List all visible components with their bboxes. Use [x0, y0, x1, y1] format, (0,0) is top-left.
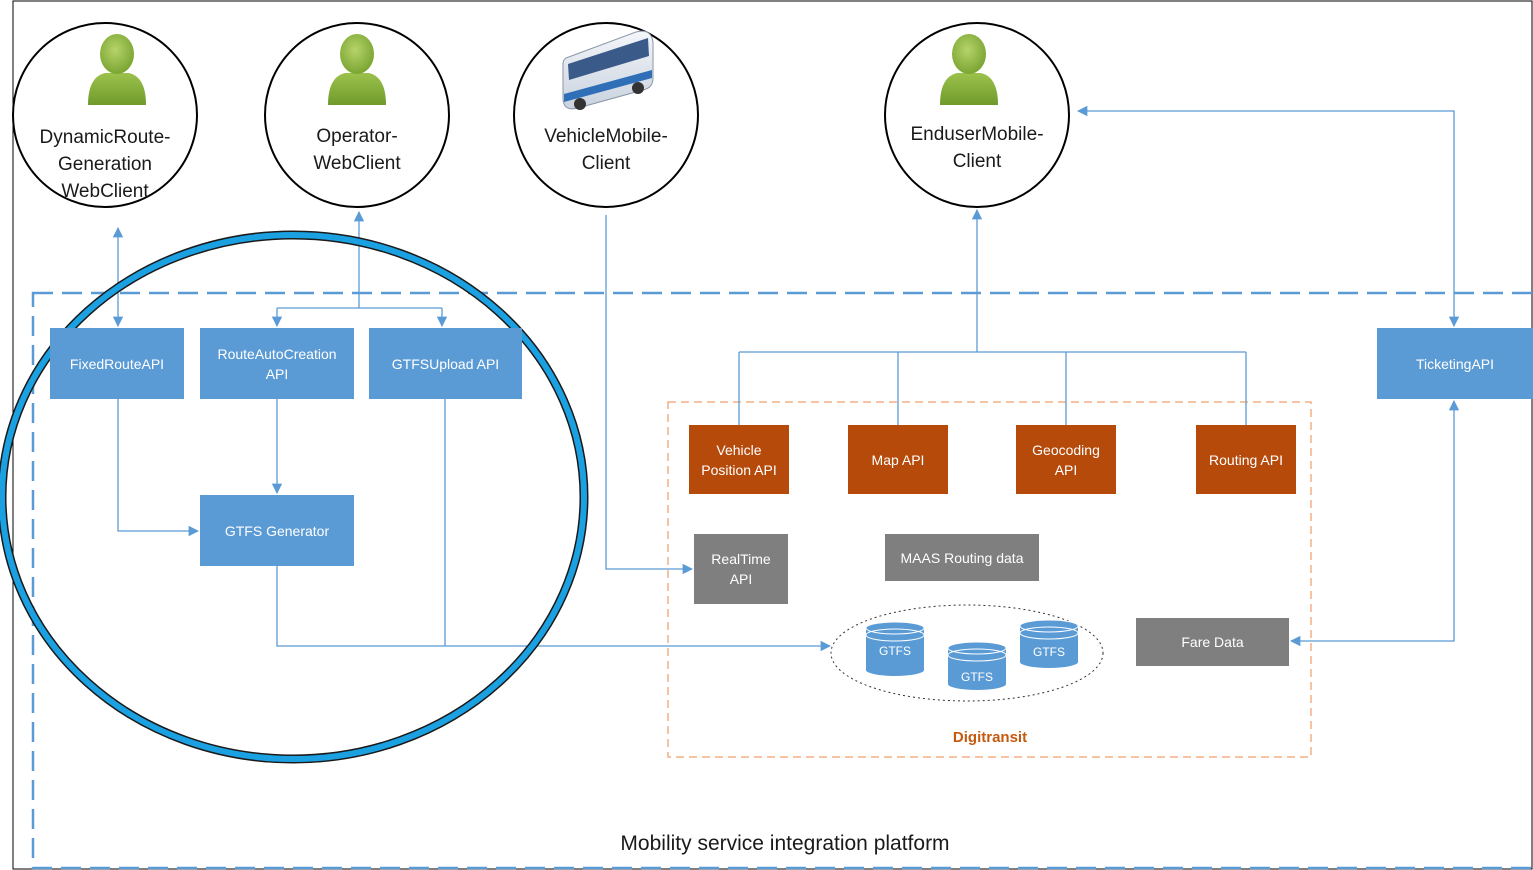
operator-client-label: Operator- WebClient — [313, 126, 401, 174]
vehicle-to-realtime-connector — [605, 215, 694, 575]
platform-label: Mobility service integration platform — [620, 832, 950, 855]
gtfs-db-label: GTFS — [1033, 645, 1065, 659]
routing-api: Routing API — [1196, 425, 1296, 494]
fixed-route-api: FixedRouteAPI — [50, 328, 184, 399]
digitransit-label: Digitransit — [952, 729, 1028, 746]
dynamic-route-client-label: DynamicRoute- Generation WebClient — [39, 127, 171, 202]
user-icon — [940, 34, 998, 105]
platform-boundary — [31, 291, 1533, 870]
database-icon — [947, 641, 1007, 690]
user-icon — [88, 34, 146, 105]
highlight-ring — [0, 232, 587, 762]
realtime-api: RealTime API — [694, 534, 788, 604]
database-icon — [1019, 619, 1079, 668]
database-icon — [865, 621, 925, 676]
generator-to-gtfs-connector — [276, 566, 832, 652]
gtfs-upload-api: GTFSUpload API — [369, 328, 522, 399]
bus-icon — [562, 30, 654, 110]
vehicle-position-api: Vehicle Position API — [689, 425, 789, 494]
route-auto-creation-api: RouteAutoCreation API — [200, 328, 354, 399]
user-icon — [328, 34, 386, 105]
dynamic-route-client-circle — [12, 22, 198, 208]
maas-routing-data: MAAS Routing data — [885, 534, 1039, 581]
map-api: Map API — [848, 425, 948, 494]
vehicle-mobile-client-label: VehicleMobile- Client — [544, 126, 668, 174]
enduser-mobile-client-circle — [884, 22, 1070, 208]
gtfs-generator: GTFS Generator — [200, 495, 354, 566]
fixedroute-to-generator-connector — [117, 399, 200, 537]
gtfs-db-label: GTFS — [961, 670, 993, 684]
ticketing-api: TicketingAPI — [1377, 328, 1533, 399]
enduser-mobile-client-label: EnduserMobile- Client — [910, 124, 1044, 172]
enduser-to-ticketing-connector — [1076, 105, 1460, 328]
geocoding-api: Geocoding API — [1016, 425, 1116, 494]
ticketing-to-fare-connector — [1289, 399, 1460, 647]
operator-client-circle — [264, 22, 450, 208]
gtfs-db-label: GTFS — [879, 644, 911, 658]
fare-data: Fare Data — [1136, 618, 1289, 666]
gtfs-data-group — [830, 604, 1104, 702]
